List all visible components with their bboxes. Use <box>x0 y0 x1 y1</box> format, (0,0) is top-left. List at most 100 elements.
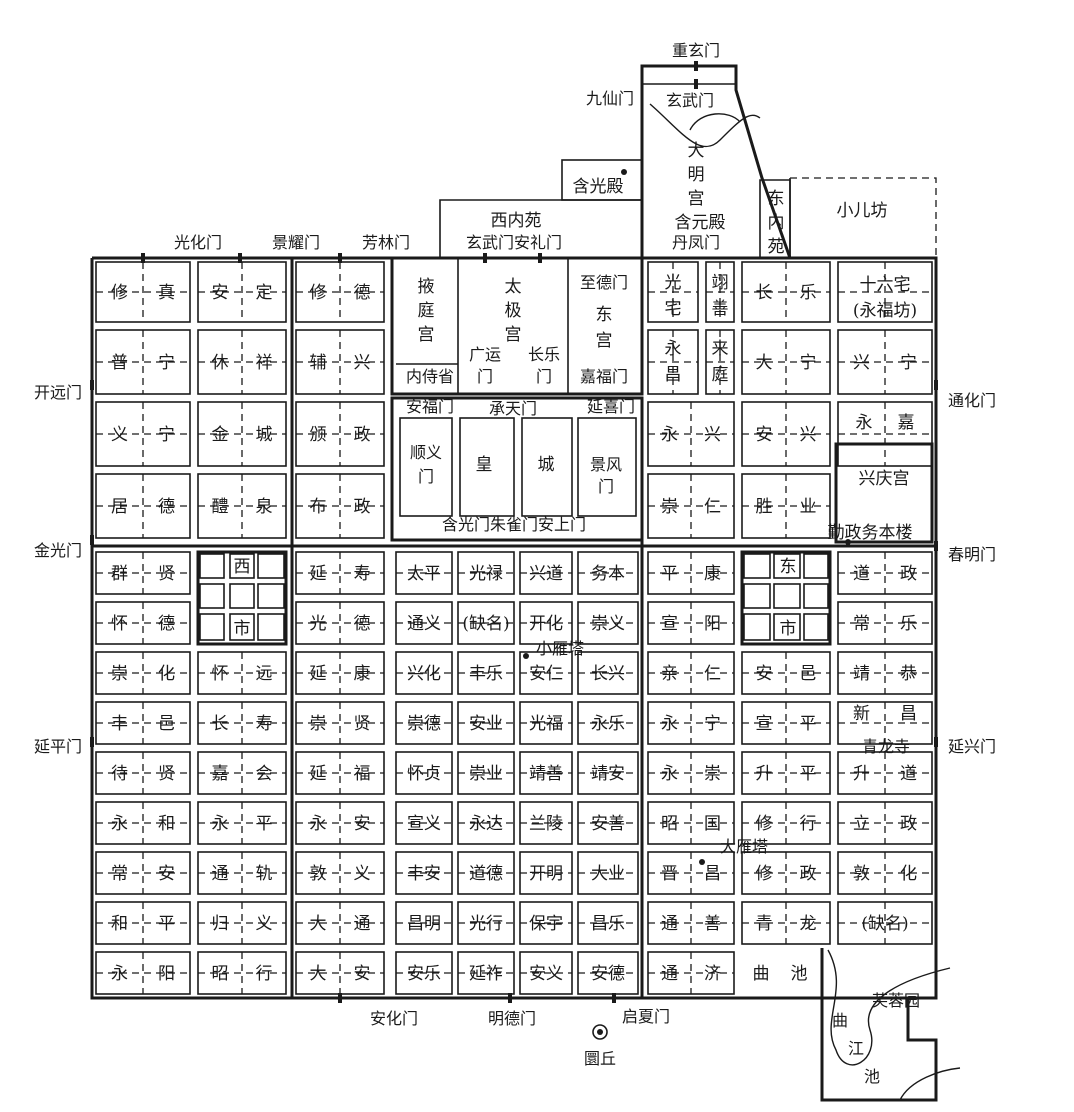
east-market-wall <box>740 550 832 646</box>
ward-streets <box>742 902 830 944</box>
ward-name: 安 <box>756 425 773 445</box>
taiye-pond <box>649 103 761 148</box>
ward-streets <box>742 702 830 744</box>
ward-name: 大业 <box>591 864 625 884</box>
yuanqiu-dot <box>597 1029 603 1035</box>
ward-streets <box>296 402 384 466</box>
palace-label: 明 <box>688 165 705 185</box>
ward-name: 宣 <box>756 714 773 734</box>
ward-name: 宣义 <box>407 814 441 834</box>
landmark-label: 曲 <box>832 1011 848 1030</box>
ward-name: 安乐 <box>407 964 441 984</box>
ward-name: 开明 <box>529 864 563 884</box>
ward-name: 道 <box>853 564 870 584</box>
gate-mark <box>90 380 94 390</box>
ward-streets <box>648 652 734 694</box>
landmark-label: 大雁塔 <box>720 837 768 856</box>
pagoda-dot <box>699 859 705 865</box>
ward-name: 贤 <box>158 764 175 784</box>
palace-city <box>390 256 644 396</box>
gate-label: 通化门 <box>948 391 996 410</box>
ward-name: 化 <box>900 864 917 884</box>
map-labels: 修真安定修德长乐普宁休祥辅兴大宁兴宁义宁金城颁政永兴安兴居德醴泉布政崇仁胜业延寿… <box>34 41 996 1086</box>
ward-name: 怀 <box>212 664 229 684</box>
ward-name: 靖善 <box>529 764 563 784</box>
ward-name: 兴化 <box>407 664 441 684</box>
ward-streets <box>96 702 190 744</box>
ward-grid <box>95 261 933 995</box>
market-block <box>229 583 255 609</box>
ward-name: 长 <box>212 714 229 734</box>
ward-streets <box>96 330 190 394</box>
palace-label: 皇 <box>476 455 493 475</box>
ward-name: 通 <box>212 864 229 884</box>
ward-name: 会 <box>256 764 273 784</box>
ward-name: 崇 <box>704 764 721 784</box>
ward-name: 立 <box>853 814 870 834</box>
ward-name: 修 <box>756 864 773 884</box>
gate-label: 门 <box>598 477 614 496</box>
palace-label: 极 <box>505 301 522 321</box>
gate-mark <box>612 993 616 1003</box>
landmark-label: 圜丘 <box>584 1049 616 1068</box>
ward-name: 永 <box>212 814 229 834</box>
ward-name: 政 <box>354 425 371 445</box>
ward-name: 城 <box>256 425 273 445</box>
yuanqiu-symbol <box>592 1024 608 1040</box>
palace-label: 庭 <box>418 301 435 321</box>
ward-streets <box>838 902 932 944</box>
ward-streets <box>198 652 286 694</box>
ward-streets <box>648 402 734 466</box>
ward-name: 昌乐 <box>591 914 625 934</box>
gate-mark <box>934 380 938 390</box>
ward-streets <box>838 262 932 322</box>
gate-mark <box>338 993 342 1003</box>
ward-name: 德 <box>158 497 175 517</box>
ward-name: 胜 <box>756 497 773 517</box>
palace-label: 大 <box>688 141 705 161</box>
palace-label: 兴庆宫 <box>859 469 910 489</box>
qujiang-water <box>827 949 951 1066</box>
gate-mark <box>508 993 512 1003</box>
ward-name: 崇 <box>111 664 128 684</box>
ward-name: 十六宅 <box>860 275 911 295</box>
palace-label: 勤政务本楼 <box>828 523 913 543</box>
ward-name: 安义 <box>529 964 563 984</box>
ward-streets <box>296 752 384 794</box>
ward-name: 善 <box>704 914 721 934</box>
palace-label: 掖 <box>418 277 435 297</box>
market-block <box>803 613 829 641</box>
landmark-label: 青龙寺 <box>862 737 910 756</box>
ward-name: 永 <box>661 714 678 734</box>
ward-name: 宁 <box>158 353 175 373</box>
ward-name: 长 <box>756 283 773 303</box>
ward-name: 休 <box>212 353 229 373</box>
ward-streets <box>742 852 830 894</box>
ward-streets <box>648 902 734 944</box>
ward-name: 安 <box>354 964 371 984</box>
ward-name: 兴 <box>354 353 371 373</box>
gate-label: 承天门 <box>489 399 537 418</box>
ward-streets <box>742 802 830 844</box>
ward-streets <box>296 552 384 594</box>
palace-label: 含光殿 <box>573 177 624 197</box>
ward-name: 颁 <box>310 425 327 445</box>
ward-name: 大 <box>310 964 327 984</box>
ward-name: 政 <box>900 564 917 584</box>
ward-streets <box>742 330 830 394</box>
outer-wall-west <box>90 258 822 1000</box>
gate-label: 春明门 <box>948 545 996 564</box>
ward-streets <box>296 652 384 694</box>
ward-name: 靖安 <box>591 764 625 784</box>
ward-name: 国 <box>704 814 721 834</box>
gate-label: 内侍省 <box>406 367 454 386</box>
gate-label: 金光门 <box>34 541 82 560</box>
imperial-compound <box>577 417 637 517</box>
ward-name: 光福 <box>529 714 563 734</box>
ward-name: 平 <box>158 914 175 934</box>
ward-streets <box>648 852 734 894</box>
ward-name: 祥 <box>256 353 273 373</box>
ward-name: 丰乐 <box>469 664 503 684</box>
ward-streets <box>838 802 932 844</box>
ward-name: 嘉 <box>212 764 229 784</box>
